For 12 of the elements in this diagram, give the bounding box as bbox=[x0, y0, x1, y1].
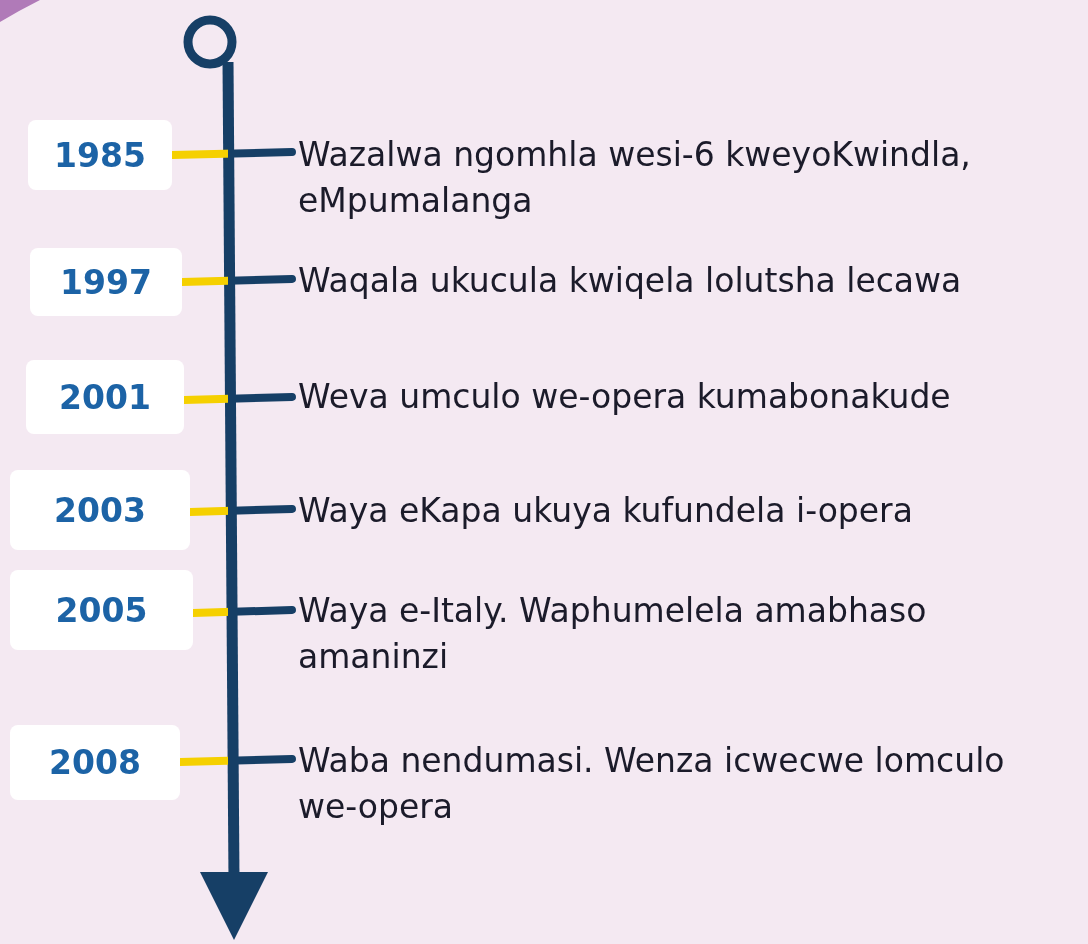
year-label: 1985 bbox=[28, 120, 172, 190]
event-text: Weva umculo we-opera kumabonakude bbox=[298, 374, 1068, 420]
event-text: Waqala ukucula kwiqela lolutsha lecawa bbox=[298, 258, 1068, 304]
year-label: 1997 bbox=[30, 248, 182, 316]
event-text: Waya eKapa ukuya kufundela i-opera bbox=[298, 488, 1068, 534]
year-label: 2008 bbox=[10, 725, 180, 800]
event-text: Waya e-Italy. Waphumelela amabhaso amaninzi bbox=[298, 588, 1068, 680]
year-label: 2003 bbox=[10, 470, 190, 550]
event-text: Waba nendumasi. Wenza icwecwe lomculo we-opera bbox=[298, 738, 1068, 830]
year-label: 2001 bbox=[26, 360, 184, 434]
year-label: 2005 bbox=[10, 570, 193, 650]
event-text: Wazalwa ngomhla wesi-6 kweyoKwindla, eMpumalanga bbox=[298, 132, 1068, 224]
